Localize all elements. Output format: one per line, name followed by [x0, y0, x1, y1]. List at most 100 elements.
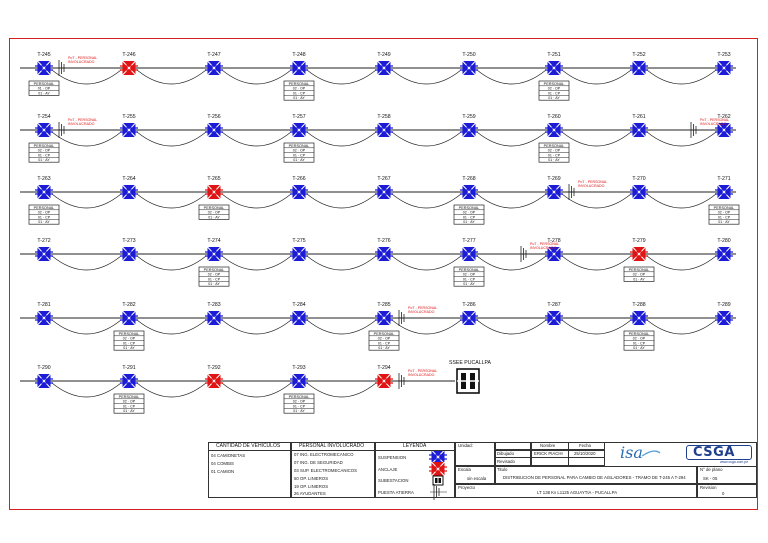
personal-box-line: 02 · OP: [463, 211, 476, 215]
proyecto-cell: [455, 484, 697, 498]
tower-t-290-icon-diag-b: [37, 373, 51, 389]
personal-box-line: 02 · OP: [293, 149, 306, 153]
legend-header-cell: [375, 442, 455, 451]
tower-label: T-282: [122, 302, 135, 308]
revisado-label: Revisado: [497, 459, 515, 464]
personnel-item-5: 19 OP. LINIEROS: [294, 484, 329, 489]
fecha-label: Fecha: [579, 443, 591, 448]
tower-label: T-250: [462, 52, 475, 58]
tower-t-291-icon: [120, 373, 138, 389]
tower-label: T-265: [207, 176, 220, 182]
tower-t-261-icon: [630, 122, 648, 138]
ground-marker-label: PoT - PERSONAL: [408, 369, 437, 373]
tower-label: T-290: [37, 365, 50, 371]
tower-t-284-icon-diag-b: [292, 310, 306, 326]
legend-substation-icon: [432, 475, 444, 486]
tower-t-290-icon: [35, 373, 53, 389]
ground-marker-sublabel: INVOLUCRADO: [578, 184, 605, 188]
vehicles-header-cell: [208, 442, 291, 451]
sag-span: [561, 131, 632, 147]
tower-t-252-icon-diag-b: [632, 60, 646, 76]
legend-header: LEYENDA: [403, 443, 427, 449]
tower-t-254-icon: [35, 122, 53, 138]
ground-marker-label: PoT - PERSONAL: [408, 306, 437, 310]
personal-box-frame: [198, 204, 230, 220]
tower-t-249-icon-diag-b: [377, 60, 391, 76]
ground-marker-sublabel: INVOLUCRADO: [408, 310, 435, 314]
tower-t-259-icon-diag-b: [462, 122, 476, 138]
tower-label: T-294: [377, 365, 390, 371]
personal-box-line: 01 · AY: [38, 220, 50, 224]
names-grid-col1: [495, 442, 531, 466]
personal-box-line: 01 · AY: [633, 277, 645, 281]
vehicles-header: CANTIDAD DE VEHICULOS: [216, 443, 281, 449]
personal-box-title: PERSONAL: [119, 395, 140, 399]
sag-span: [391, 131, 462, 147]
personal-box-frame: [28, 80, 60, 96]
tower-label: T-281: [37, 302, 50, 308]
ground-marker-sublabel: INVOLUCRADO: [408, 373, 435, 377]
legend-substation-frame: [432, 475, 444, 486]
sag-span: [306, 382, 377, 398]
personal-box-line: 01 · CP: [123, 341, 136, 345]
sag-span: [646, 131, 717, 147]
titulo-cell: [495, 466, 697, 484]
personal-box-title: PERSONAL: [34, 82, 55, 86]
ground-marker-label: PoT - PERSONAL: [530, 242, 559, 246]
tower-t-256-icon-diag-b: [207, 122, 221, 138]
personal-box-title: PERSONAL: [34, 206, 55, 210]
personnel-header-cell: [291, 442, 375, 451]
sag-span: [136, 319, 207, 335]
titulo-label: Titulo: [497, 467, 508, 472]
personal-box-line: 02 · OP: [548, 87, 561, 91]
tower-t-270-icon: [630, 184, 648, 200]
personal-box-line: 01 · AY: [293, 96, 305, 100]
tower-t-294-icon-diag-b: [377, 373, 391, 389]
personnel-item-6: 26 AYUDANTES: [294, 491, 326, 496]
tower-t-267-icon: [375, 184, 393, 200]
personnel-item-2: 07 ING. DE SEGURIDAD: [294, 460, 343, 465]
sag-span: [646, 319, 717, 335]
tower-label: T-278: [547, 238, 560, 244]
personal-box-line: 01 · CP: [463, 277, 476, 281]
tower-label: T-286: [462, 302, 475, 308]
tower-label: T-261: [632, 114, 645, 120]
tower-label: T-247: [207, 52, 220, 58]
personnel-item-3: 03 SUP. ELECTROMECANICOS: [294, 468, 357, 473]
personal-box-line: 02 · OP: [293, 87, 306, 91]
personal-box-line: 02 · OP: [38, 211, 51, 215]
tower-label: T-270: [632, 176, 645, 182]
tower-t-258-icon: [375, 122, 393, 138]
sag-span: [136, 382, 207, 398]
nombre-label: Nombre: [540, 443, 556, 448]
plano-cell: [697, 466, 757, 484]
tower-t-286-icon-diag-b: [462, 310, 476, 326]
sheet-frame: [9, 38, 758, 510]
plano-label: N° de plano: [700, 467, 723, 472]
tower-label: T-268: [462, 176, 475, 182]
tower-t-254-icon-diag-b: [37, 122, 51, 138]
escala-value: sin escala: [467, 476, 487, 481]
personal-box-line: 01 · CP: [548, 91, 561, 95]
personal-box-title: PERSONAL: [544, 82, 565, 86]
tower-t-257-icon: [290, 122, 308, 138]
legend-atierra-label: PUESTA ATIERRA: [378, 490, 414, 495]
tower-t-269-icon-diag-b: [547, 184, 561, 200]
sag-span: [561, 69, 632, 85]
tower-t-247-icon: [205, 60, 223, 76]
personal-box-frame: [623, 266, 655, 282]
tower-label: T-258: [377, 114, 390, 120]
personal-box-line: 02 · OP: [208, 273, 221, 277]
dibujado-fecha: 25/10/2020: [574, 451, 596, 456]
tower-t-285-icon: [375, 310, 393, 326]
tower-t-281-icon: [35, 310, 53, 326]
legend-blue-tower-icon: [429, 449, 447, 465]
